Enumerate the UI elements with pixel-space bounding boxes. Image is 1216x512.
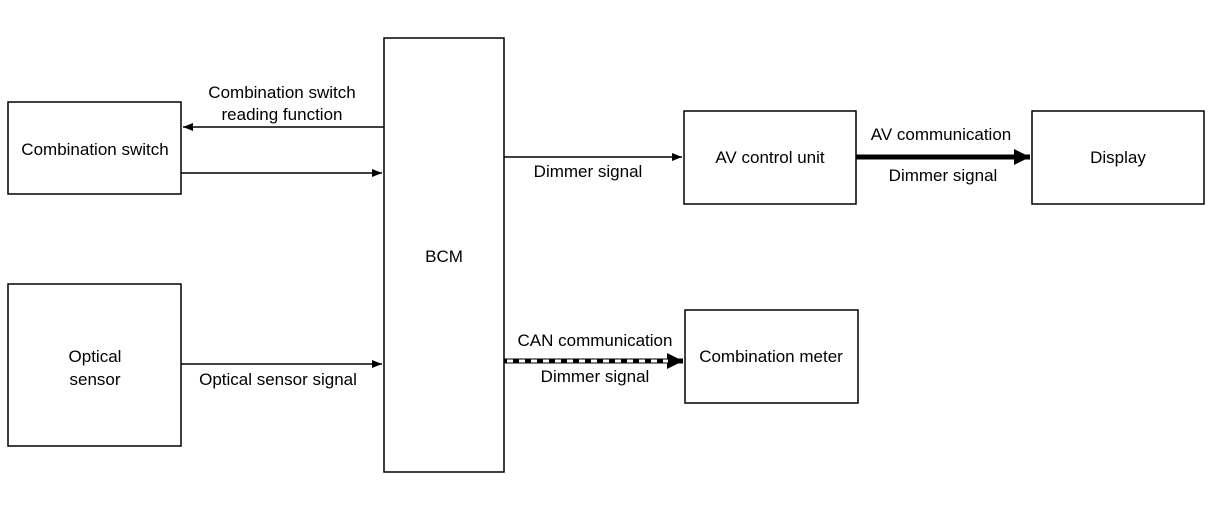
av-communication-label: AV communication — [871, 125, 1011, 144]
reading-function-label-line2: reading function — [222, 105, 343, 124]
combination-switch-label: Combination switch — [21, 140, 168, 159]
combination-meter-label: Combination meter — [699, 347, 843, 366]
bcm-box — [383, 37, 505, 473]
optical-sensor-label-line1: Optical — [69, 347, 122, 366]
bcm-label: BCM — [425, 247, 463, 266]
av-to-display-dimmer-signal-label: Dimmer signal — [889, 166, 998, 185]
bcm-to-av-dimmer-signal-label: Dimmer signal — [534, 162, 643, 181]
av-control-unit-box — [683, 110, 857, 205]
optical-sensor-signal-label: Optical sensor signal — [199, 370, 357, 389]
display-label: Display — [1090, 148, 1146, 167]
display-box — [1031, 110, 1205, 205]
can-communication-label: CAN communication — [518, 331, 673, 350]
bcm-to-meter-dimmer-signal-label: Dimmer signal — [541, 367, 650, 386]
reading-function-label-line1: Combination switch — [208, 83, 355, 102]
optical-sensor-box — [7, 283, 182, 447]
combination-meter-box — [684, 309, 859, 404]
av-control-unit-label: AV control unit — [715, 148, 825, 167]
optical-sensor-label-line2: sensor — [69, 370, 120, 389]
combination-switch-box — [7, 101, 182, 195]
